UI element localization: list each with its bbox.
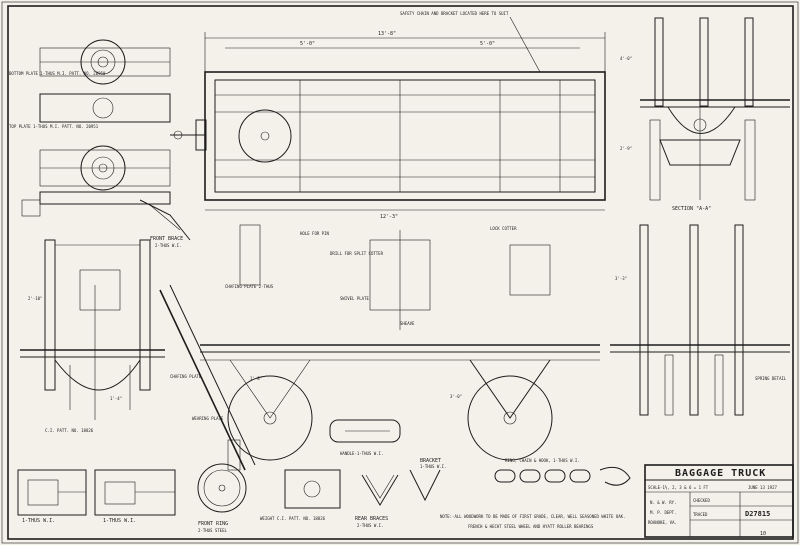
dim-right-1: 4'-0": [620, 56, 632, 61]
lock-cotter-label: LOCK COTTER: [490, 226, 517, 231]
bracket-label: BRACKET: [420, 458, 441, 464]
inner-border: [7, 5, 794, 540]
front-ring-label: FRONT RING: [198, 521, 228, 527]
chafing-plate-label: CHAFING PLATE: [170, 374, 202, 379]
plan-view: [170, 32, 606, 211]
dim-right-3: 3'-3": [615, 276, 627, 281]
front-end-elevation: [20, 239, 165, 420]
drill-split-cotter: DRILL FOR SPLIT COTTER: [330, 251, 384, 256]
swivel-plate-label: SWIVEL PLATE: [340, 296, 369, 301]
bracket-sub: 1-THUS W.I.: [420, 464, 447, 469]
rear-end-elevation: [610, 224, 790, 416]
chain-detail: [494, 466, 631, 486]
traced-label: TRACED: [693, 512, 708, 517]
handle-label: HANDLE-1-THUS W.I.: [340, 451, 383, 456]
dim-right-2: 2'-9": [620, 146, 632, 151]
dim-bottom-plan: 12'-3": [380, 214, 398, 220]
spring-detail-label: SPRING DETAIL: [755, 376, 787, 381]
dim-5ft-left: 5'-0": [300, 41, 315, 47]
bracket-detail-mid: [94, 469, 176, 516]
dim-left-2: 1'-4": [110, 396, 122, 401]
drawing-scale: SCALE-1½, 2, 3 & 6 = 1 FT: [648, 485, 709, 490]
rear-braces-sub: 2-THUS W.I.: [357, 523, 384, 528]
woodwork-note: NOTE:-ALL WOODWORK TO BE MADE OF FIRST G…: [440, 514, 625, 519]
dim-5ft-right: 5'-0": [480, 41, 495, 47]
chafing-plate-2-label: CHAFING PLATE 2-THUS: [225, 284, 274, 289]
location: ROANOKE, VA.: [648, 520, 677, 525]
wheels-note: FRENCH & HECHT STEEL WHEEL AND HYATT ROL…: [468, 524, 594, 529]
front-brace-label: FRONT BRACE: [150, 236, 183, 242]
one-thus-label-2: 1-THUS W.I.: [103, 518, 136, 524]
drawing-date: JUNE 13 1927: [748, 485, 777, 490]
rear-braces-detail: [361, 474, 399, 506]
drawing-number: D27815: [745, 510, 770, 518]
section-aa-view: [640, 17, 790, 201]
bottom-plate-label: BOTTOM PLATE 1-THUS M.I. PATT. NO. 20950: [9, 71, 106, 76]
one-thus-label-1: 1-THUS W.I.: [22, 518, 55, 524]
railway-name: N. & W. RY.: [650, 500, 677, 505]
sheave-label: SHEAVE: [400, 321, 415, 326]
hole-for-pin-label: HOLE FOR PIN: [300, 231, 329, 236]
title-block: [644, 464, 794, 538]
front-brace-sub: 2-THUS W.I.: [155, 243, 182, 248]
bracket-detail-left: [17, 469, 87, 516]
handle-detail: [329, 419, 401, 443]
wearing-plate-label: WEARING PLATE: [192, 416, 224, 421]
dim-center-1: 3'-0": [450, 394, 462, 399]
front-brace-detail: [139, 199, 191, 241]
ring-chain-label: RING, CHAIN & HOOK, 1-THUS W.I.: [505, 458, 580, 463]
front-ring-detail: [197, 463, 247, 513]
dim-overall-length: 13'-8": [378, 31, 396, 37]
checked-label: CHECKED: [693, 498, 710, 503]
section-aa-label: SECTION "A-A": [672, 206, 711, 212]
plate-details: [21, 39, 171, 217]
dim-center-2: 1'-8": [250, 376, 262, 381]
weight-detail: [284, 469, 341, 509]
side-elevation: [159, 224, 600, 471]
dim-left-1: 2'-10": [28, 296, 42, 301]
rear-braces-label: REAR BRACES: [355, 516, 388, 522]
top-plate-label: TOP PLATE 1-THUS M.I. PATT. NO. 20951: [9, 124, 99, 129]
ci-patt-label: C.I. PATT. NO. 18826: [45, 428, 94, 433]
weight-label: WEIGHT C.I. PATT. NO. 18826: [260, 516, 326, 521]
margin-note: 10: [760, 531, 766, 537]
department: M. P. DEPT.: [650, 510, 677, 515]
bracket-detail: [409, 469, 441, 502]
drawing-title: BAGGAGE TRUCK: [675, 468, 766, 479]
front-ring-sub: 2-THUS STEEL: [198, 528, 227, 533]
safety-chain-note: SAFETY CHAIN AND BRACKET LOCATED HERE TO…: [400, 11, 509, 16]
